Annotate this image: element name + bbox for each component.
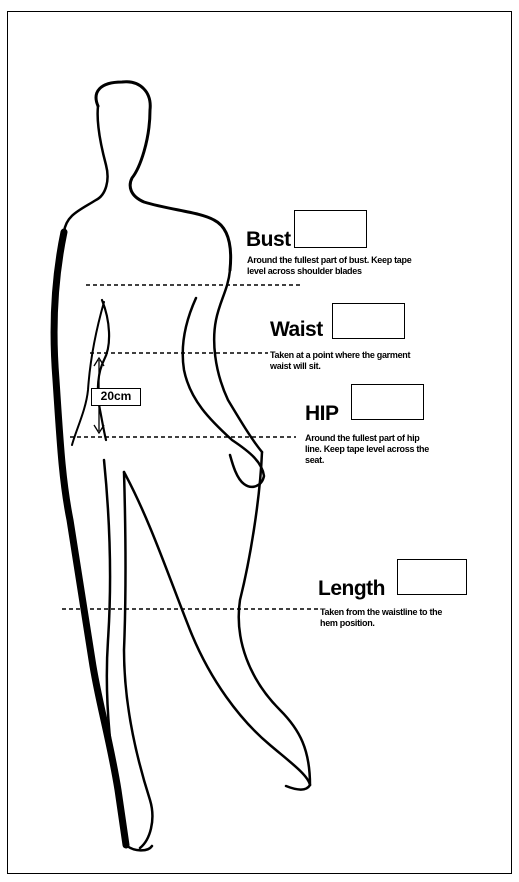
right-leg-outline — [124, 472, 310, 790]
bust-description: Around the fullest part of bust. Keep ta… — [247, 255, 432, 277]
waist-description: Taken at a point where the garment waist… — [270, 350, 425, 372]
waist-to-hip-distance-label: 20cm — [91, 388, 141, 406]
waist-label: Waist — [270, 318, 323, 342]
outer-right-leg-outline — [239, 452, 310, 785]
inner-leg-outline — [124, 472, 152, 848]
head-outline — [96, 82, 231, 270]
bust-label: Bust — [246, 228, 291, 252]
hip-label: HIP — [305, 402, 339, 426]
hip-input-box[interactable] — [351, 384, 424, 420]
left-silhouette-shadow — [54, 232, 126, 845]
waist-input-box[interactable] — [332, 303, 405, 339]
length-label: Length — [318, 577, 385, 601]
bust-input-box[interactable] — [294, 210, 367, 248]
neck-outline — [64, 106, 108, 232]
left-leg-outline — [104, 460, 126, 845]
hip-description: Around the fullest part of hip line. Kee… — [305, 433, 435, 466]
torso-right-outline — [214, 270, 262, 452]
length-input-box[interactable] — [397, 559, 467, 595]
length-description: Taken from the waistline to the hem posi… — [320, 607, 455, 629]
